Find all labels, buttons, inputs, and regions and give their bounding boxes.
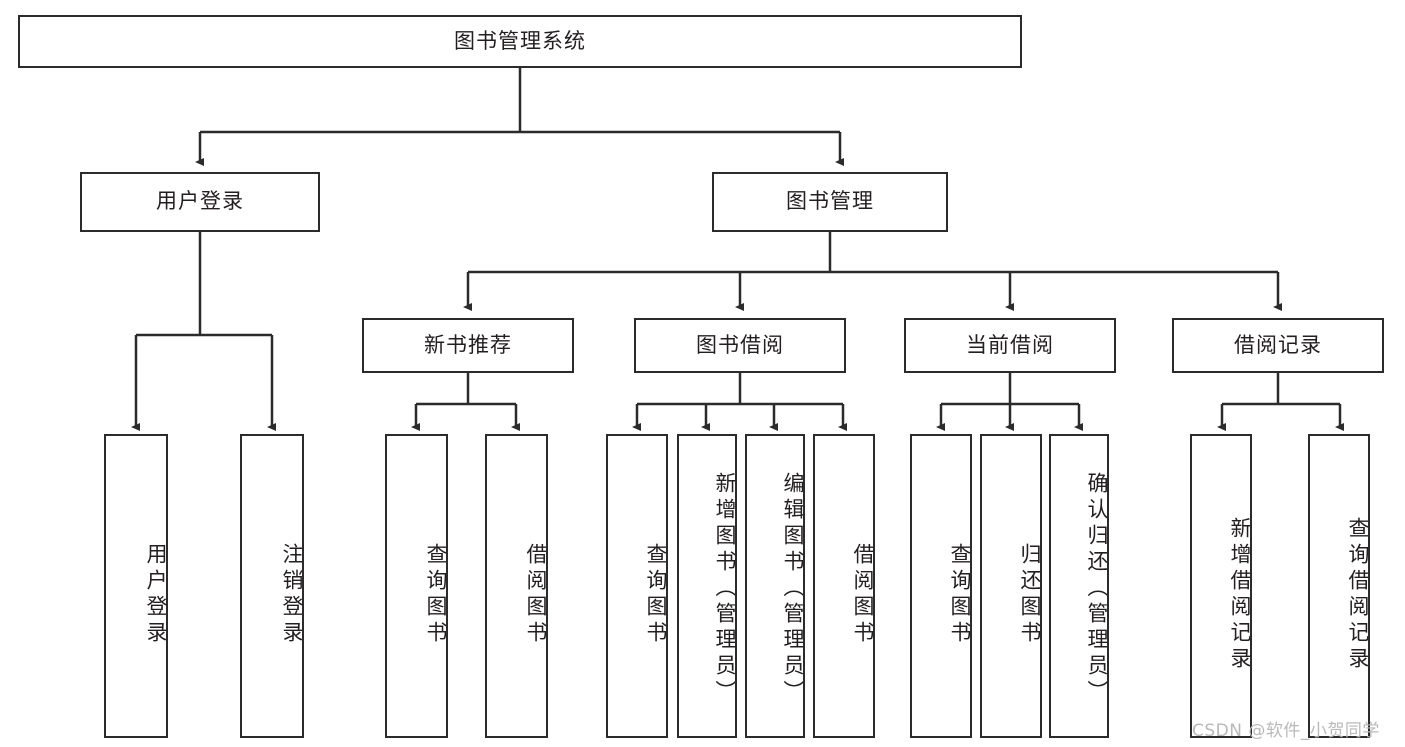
node-current-borrow[interactable]: 当前借阅 (904, 318, 1116, 373)
node-book-borrow[interactable]: 图书借阅 (634, 318, 846, 373)
node-label: 新书推荐 (424, 332, 512, 357)
leaf-user-login[interactable]: 用户登录 (104, 434, 168, 738)
node-label: 查询图书 (644, 543, 668, 647)
node-label: 借阅图书 (851, 543, 875, 647)
node-label: 查询借阅记录 (1346, 517, 1370, 673)
node-root[interactable]: 图书管理系统 (18, 15, 1022, 68)
watermark: CSDN @软件_小贺同学 (1192, 721, 1380, 741)
leaf-query-book-borrow[interactable]: 查询图书 (606, 434, 668, 738)
node-label: 注销登录 (280, 543, 304, 647)
leaf-query-borrow-record[interactable]: 查询借阅记录 (1308, 434, 1370, 738)
leaf-add-borrow-record[interactable]: 新增借阅记录 (1190, 434, 1252, 738)
node-label: 借阅图书 (524, 543, 548, 647)
leaf-query-book-current[interactable]: 查询图书 (910, 434, 972, 738)
node-label: 用户登录 (156, 189, 244, 214)
node-label: 新增借阅记录 (1228, 517, 1252, 673)
node-label: 查询图书 (948, 543, 972, 647)
node-label: 查询图书 (424, 543, 448, 647)
node-label: 借阅记录 (1234, 332, 1322, 357)
node-label: 编辑图书（管理员） (781, 472, 805, 706)
leaf-add-book-admin[interactable]: 新增图书（管理员） (677, 434, 737, 738)
node-label: 确认归还（管理员） (1085, 472, 1109, 706)
leaf-edit-book-admin[interactable]: 编辑图书（管理员） (745, 434, 805, 738)
node-label: 当前借阅 (966, 332, 1054, 357)
node-label: 归还图书 (1018, 543, 1042, 647)
leaf-borrow-book-recommend[interactable]: 借阅图书 (485, 434, 548, 738)
node-label: 新增图书（管理员） (713, 472, 737, 706)
leaf-query-book-recommend[interactable]: 查询图书 (385, 434, 448, 738)
node-book-management[interactable]: 图书管理 (712, 172, 948, 232)
node-new-book-recommend[interactable]: 新书推荐 (362, 318, 574, 373)
node-label: 图书管理系统 (454, 28, 586, 53)
leaf-logout[interactable]: 注销登录 (240, 434, 304, 738)
node-label: 用户登录 (144, 543, 168, 647)
leaf-confirm-return-admin[interactable]: 确认归还（管理员） (1049, 434, 1109, 738)
node-user-login[interactable]: 用户登录 (80, 172, 320, 232)
node-label: 图书管理 (786, 189, 874, 214)
leaf-borrow-book[interactable]: 借阅图书 (813, 434, 875, 738)
node-label: 图书借阅 (696, 332, 784, 357)
leaf-return-book[interactable]: 归还图书 (980, 434, 1042, 738)
node-borrow-record[interactable]: 借阅记录 (1172, 318, 1384, 373)
